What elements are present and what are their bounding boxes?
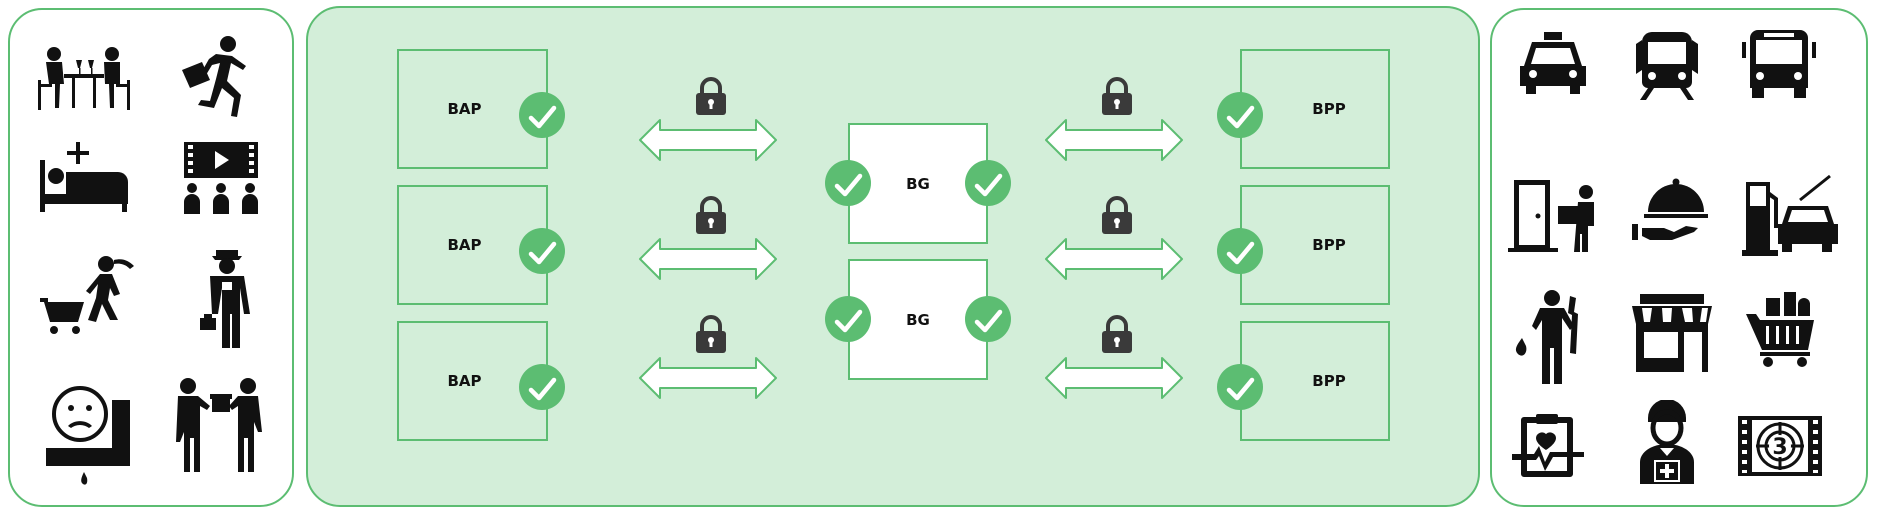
verified-check-icon [965, 160, 1011, 206]
bus-icon [1742, 30, 1816, 98]
film-countdown-icon: 3 [1738, 416, 1822, 476]
secure-link-arrow [639, 119, 777, 161]
fuel-car-icon [1742, 174, 1838, 256]
bpp-label: BPP [1312, 236, 1346, 254]
lock-icon [1102, 196, 1132, 234]
lock-icon [696, 77, 726, 115]
gift-exchange-icon [176, 378, 262, 472]
bap-node[interactable]: BAP [397, 321, 548, 441]
shopper-cart-icon [40, 256, 134, 334]
verified-check-icon [1217, 92, 1263, 138]
bap-label: BAP [447, 372, 482, 390]
grocery-cart-icon [1746, 292, 1814, 367]
secure-link-arrow [639, 238, 777, 280]
bpp-node[interactable]: BPP [1240, 49, 1390, 169]
lock-icon [696, 196, 726, 234]
bap-label: BAP [447, 236, 482, 254]
secure-link-arrow [1045, 357, 1183, 399]
provider-services-panel: 3 [1490, 8, 1868, 507]
bg-node[interactable]: BG [848, 259, 988, 380]
train-icon [1636, 32, 1698, 100]
health-record-icon [1512, 414, 1584, 477]
cinema-audience-icon [184, 142, 258, 214]
verified-check-icon [1217, 228, 1263, 274]
film-countdown-number: 3 [1772, 435, 1787, 460]
bap-label: BAP [447, 100, 482, 118]
lock-icon [1102, 315, 1132, 353]
traveler-running-icon [182, 36, 246, 117]
verified-check-icon [825, 160, 871, 206]
verified-check-icon [825, 296, 871, 342]
consumer-use-cases-panel [8, 8, 294, 507]
lock-icon [1102, 77, 1132, 115]
verified-check-icon [519, 228, 565, 274]
bg-label: BG [906, 174, 930, 193]
verified-check-icon [519, 364, 565, 410]
network-diagram-panel: BAP BAP BAP BG BG BPP BPP BPP [306, 6, 1480, 507]
lock-icon [696, 315, 726, 353]
bpp-node[interactable]: BPP [1240, 321, 1390, 441]
service-worker-icon [200, 250, 250, 348]
secure-link-arrow [639, 357, 777, 399]
storefront-icon [1632, 294, 1712, 372]
secure-link-arrow [1045, 119, 1183, 161]
hotel-bed-icon [40, 142, 128, 212]
bpp-label: BPP [1312, 100, 1346, 118]
bpp-label: BPP [1312, 372, 1346, 390]
doctor-icon [1640, 400, 1694, 484]
dining-couple-icon [38, 47, 130, 110]
bpp-node[interactable]: BPP [1240, 185, 1390, 305]
food-service-icon [1632, 178, 1708, 240]
verified-check-icon [965, 296, 1011, 342]
secure-link-arrow [1045, 238, 1183, 280]
plumbing-leak-icon [46, 386, 130, 485]
taxi-icon [1520, 32, 1586, 94]
verified-check-icon [519, 92, 565, 138]
repair-technician-icon [1515, 290, 1578, 384]
verified-check-icon [1217, 364, 1263, 410]
bg-label: BG [906, 310, 930, 329]
door-delivery-icon [1508, 180, 1594, 252]
